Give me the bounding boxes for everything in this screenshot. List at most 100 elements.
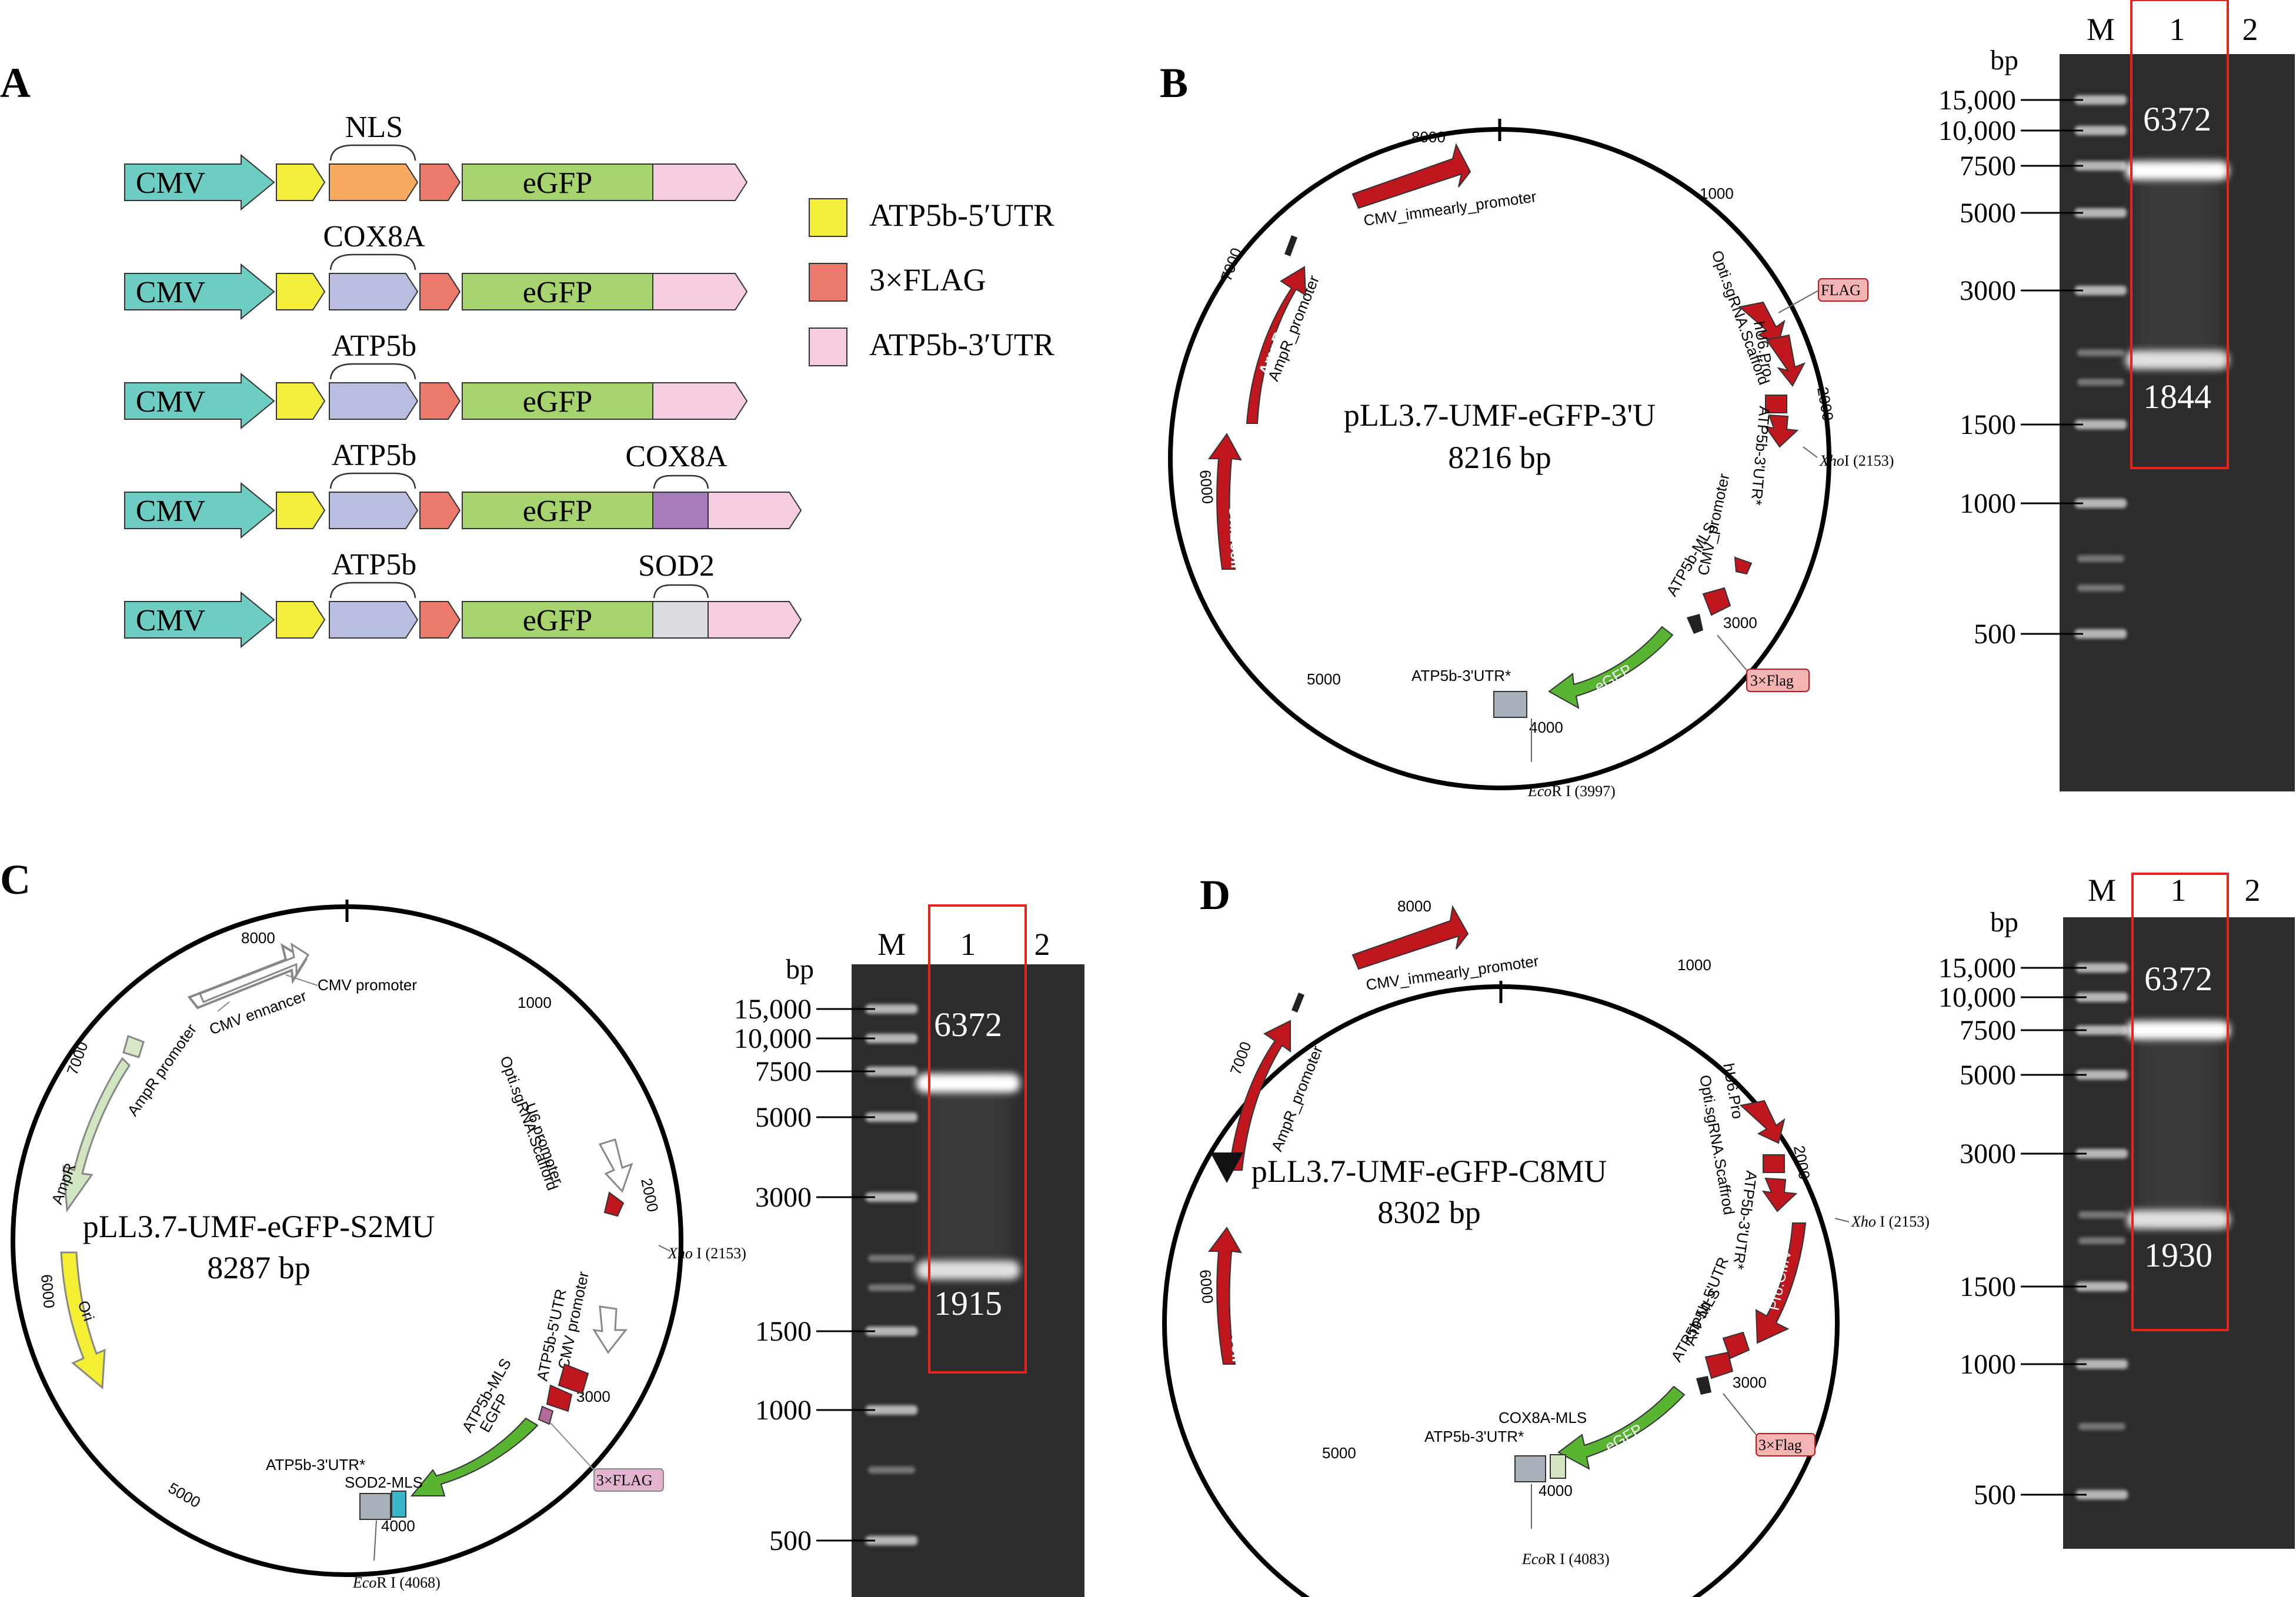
- flag-tag-box: [1746, 669, 1810, 692]
- ori-arrow: [1208, 433, 1242, 570]
- mls-arrow: [1702, 587, 1731, 616]
- sample-band: [2125, 161, 2229, 180]
- band-size-label: 6372: [934, 1005, 1002, 1044]
- lane-smear: [927, 1077, 1009, 1276]
- gel-background: [852, 964, 1084, 1597]
- pro-cmv-arrow: [1755, 1222, 1807, 1344]
- marker-size-label: 1500: [1960, 1271, 2016, 1302]
- plasmid-size: 8287 bp: [207, 1250, 311, 1285]
- panel-label-b: B: [1160, 59, 1188, 106]
- feature-label: hU6.Pro: [1720, 1062, 1747, 1120]
- cmv-promoter-block: [124, 263, 275, 320]
- legend-item: ATP5b-3′UTR: [809, 327, 1054, 366]
- sample-band: [2127, 1210, 2230, 1229]
- mls-marker: [546, 1384, 573, 1412]
- gel-background: [2063, 917, 2295, 1549]
- flag-block: [419, 382, 461, 420]
- bracket: [329, 253, 416, 270]
- marker-band: [2075, 286, 2127, 295]
- xho-site-label: Xho I (2153): [668, 1245, 746, 1262]
- bracket: [329, 363, 416, 380]
- marker-band: [2075, 629, 2127, 639]
- marker-size-label: 500: [769, 1525, 812, 1556]
- feature-label: Ori.EcoII: [1226, 505, 1246, 569]
- xho-site-label: XhoI (2153): [1819, 452, 1894, 469]
- flag-block: [419, 273, 461, 310]
- eco-site-label: EcoR I (4068): [352, 1574, 440, 1591]
- ampr-promoter-marker: [1292, 993, 1304, 1013]
- marker-size-label: 10,000: [1938, 982, 2016, 1013]
- tick-4000: 4000: [1539, 1482, 1573, 1499]
- sod2-box: [391, 1491, 406, 1518]
- lane-label: 1: [960, 927, 976, 962]
- flag-tag-box: [1756, 1433, 1816, 1456]
- egfp-arrow: [1557, 1385, 1686, 1470]
- utr5-block: [276, 163, 326, 201]
- ampr-arrow: [62, 1057, 131, 1213]
- utr5-block: [276, 382, 326, 420]
- unit-label: bp: [1990, 45, 2018, 76]
- plasmid-name: pLL3.7-UMF-eGFP-3'U: [1344, 397, 1656, 433]
- cox8a-block: [652, 492, 709, 529]
- sample-band: [2127, 1021, 2230, 1040]
- tick-3000: 3000: [1723, 614, 1757, 632]
- tick-2000: 2000: [638, 1177, 662, 1214]
- cmv-promoter-arrow-2: [592, 1305, 628, 1354]
- bracket: [329, 582, 416, 599]
- marker-size-label: 5000: [1960, 1060, 2016, 1091]
- ampr-arrowhead: [1210, 1152, 1243, 1183]
- flag-tag-box: [593, 1468, 664, 1492]
- legend-swatch-flag: [809, 263, 847, 302]
- lane-highlight-box: [2130, 0, 2229, 469]
- legend-item: 3×FLAG: [809, 262, 986, 302]
- tick-4000: 4000: [1529, 719, 1563, 736]
- tag-label: 3×Flag: [1758, 1436, 1802, 1454]
- utr3-block: [708, 492, 802, 529]
- marker-band: [2075, 95, 2127, 105]
- tail-label: COX8A: [625, 440, 727, 473]
- feature-label: COX8A-MLS: [1499, 1409, 1587, 1426]
- mls-arrow: [1704, 1351, 1734, 1379]
- feature-label: ATP5b-3'UTR*: [1424, 1428, 1524, 1445]
- marker-size-label: 1000: [1960, 488, 2016, 519]
- utr3-arrow: [1761, 1177, 1798, 1212]
- tick-3000: 3000: [1733, 1374, 1767, 1391]
- targeting-label: NLS: [345, 111, 403, 144]
- marker-band: [866, 1034, 917, 1043]
- feature-label: Ori.EcoII: [1227, 1299, 1247, 1362]
- panel-label-c: C: [0, 856, 31, 903]
- lane-highlight-box: [928, 904, 1027, 1374]
- tick-5000: 5000: [1322, 1444, 1356, 1462]
- legend-label: ATP5b-3′UTR: [869, 327, 1054, 362]
- marker-band: [2077, 555, 2124, 562]
- feature-label: SOD2-MLS: [345, 1474, 423, 1491]
- promoter-label: CMV: [136, 604, 205, 637]
- lane-label: 1: [2170, 12, 2185, 47]
- marker-size-label: 3000: [755, 1182, 812, 1213]
- gene-label: eGFP: [523, 276, 592, 309]
- utr3-block: [708, 601, 802, 639]
- eco-site-label: EcoR I (3997): [1527, 783, 1616, 800]
- lane-smear: [2136, 165, 2218, 366]
- tick-1000: 1000: [518, 994, 552, 1011]
- tick-6000: 6000: [1196, 1269, 1217, 1304]
- construct-list: CMVNLSeGFPCMVCOX8AeGFPCMVATP5beGFPCMVATP…: [124, 111, 802, 649]
- lane-label: M: [877, 927, 906, 962]
- sample-band: [916, 1074, 1020, 1092]
- targeting-sequence-block: [329, 601, 419, 639]
- ampr-arrow: [1228, 1020, 1291, 1171]
- plasmid-map-c: pLL3.7-UMF-eGFP-S2MU 8287 bp 8000 1000 2…: [11, 900, 746, 1591]
- tick-5000: 5000: [165, 1479, 203, 1511]
- tick-7000: 7000: [1226, 1039, 1254, 1077]
- gene-label: eGFP: [523, 604, 592, 637]
- gene-label: eGFP: [523, 495, 592, 528]
- utr3-block: [652, 382, 748, 420]
- feature-label: ATP5b-3'UTR*: [1411, 667, 1511, 684]
- cmv-promoter-block: [124, 153, 275, 211]
- marker-size-label: 1500: [755, 1316, 812, 1347]
- marker-band: [868, 1466, 915, 1474]
- marker-band: [2075, 208, 2127, 218]
